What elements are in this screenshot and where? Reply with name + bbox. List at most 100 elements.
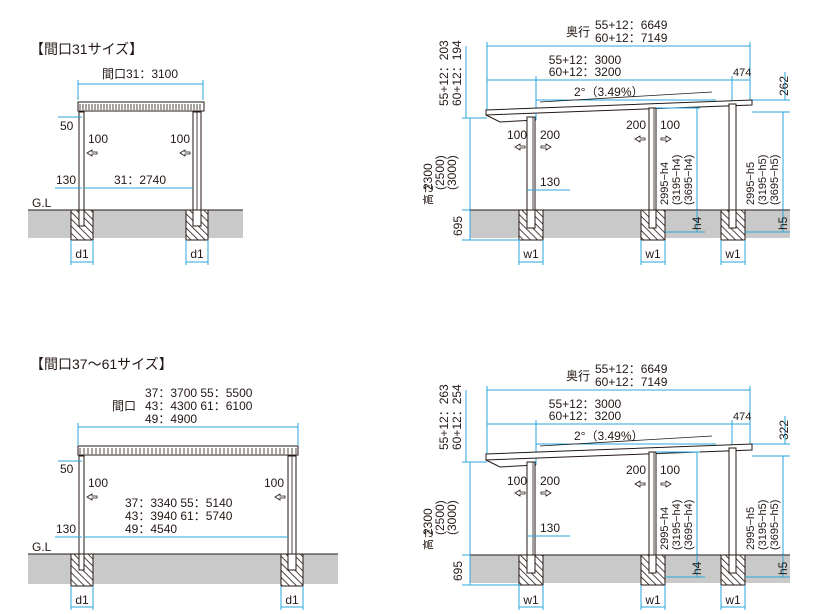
bottom-side-h4-3: (3695−h4): [683, 500, 695, 550]
bottom-front-in-row2: 43：3940 61：5740: [125, 509, 233, 523]
top-side-depth-prefix: 奥行: [566, 25, 590, 39]
bottom-front-w-row1: 37：3700 55：5500: [145, 386, 253, 400]
top-side-post-3: [728, 103, 737, 211]
top-side-roof-beam: [485, 99, 753, 116]
arrow-left-icon: [179, 149, 191, 157]
top-side-view: 奥行 55+12：6649 60+12：7149 55+12：3000 60+1…: [421, 18, 791, 265]
top-side-w1-a: w1: [522, 247, 539, 261]
bottom-front-lbl-50: 50: [60, 462, 74, 476]
bottom-side-lbl-200b: 200: [626, 463, 646, 477]
bottom-side-lbl-200a: 200: [540, 474, 560, 488]
arrow-left-icon: [514, 489, 526, 497]
top-front-d1-right: d1: [190, 247, 204, 261]
bottom-side-depth-prefix: 奥行: [566, 369, 590, 383]
top-side-lbl-695: 695: [451, 216, 465, 236]
bottom-front-gl: G.L: [32, 540, 52, 554]
bottom-side-lbl-100b: 100: [660, 463, 680, 477]
top-front-view: 【間口31サイズ】 間口31：3100 50 100 100 31：2740 1…: [28, 41, 243, 265]
top-side-h4-1: 2995−h4: [659, 162, 671, 205]
top-side-w1-c: w1: [724, 247, 741, 261]
top-side-h-1: 2300: [421, 163, 435, 190]
top-side-h-prefix: 高さ: [421, 183, 435, 205]
top-front-d1-left: d1: [75, 247, 89, 261]
top-side-h4-2: (3195−h4): [671, 155, 683, 205]
bottom-side-h5-3: (3695−h5): [769, 500, 781, 550]
top-front-width-label: 間口31：3100: [102, 67, 178, 81]
bottom-side-h5-2: (3195−h5): [757, 500, 769, 550]
bottom-side-lbl-h5: h5: [776, 561, 790, 575]
bottom-side-h-3: (3000): [445, 500, 459, 535]
top-side-h5-1: 2995−h5: [745, 162, 757, 205]
top-side-lbl-130: 130: [540, 175, 560, 189]
top-side-rear-1: 55+12：203: [437, 40, 451, 106]
bottom-side-span-1: 55+12：3000: [549, 397, 622, 411]
top-side-lbl-100a: 100: [507, 128, 527, 142]
top-side-span-2: 60+12：3200: [549, 65, 622, 79]
bottom-side-h-1: 2300: [421, 508, 435, 535]
top-side-lbl-100b: 100: [660, 118, 680, 132]
bottom-side-w1-b: w1: [644, 593, 661, 607]
bottom-side-view: 奥行 55+12：6649 60+12：7149 55+12：3000 60+1…: [421, 362, 791, 610]
bottom-side-post-2: [648, 451, 657, 556]
bottom-side-h4-2: (3195−h4): [671, 500, 683, 550]
bottom-side-rear-1: 55+12：263: [437, 384, 451, 450]
bottom-side-span-2: 60+12：3200: [549, 409, 622, 423]
arrow-right-icon: [540, 143, 552, 151]
arrow-left-icon: [86, 149, 98, 157]
top-front-roof: [77, 101, 205, 112]
top-front-lbl-100-right: 100: [170, 132, 190, 146]
bottom-front-in-row3: 49：4540: [125, 522, 177, 536]
arrow-right-icon: [660, 135, 672, 143]
bottom-side-post-1: [526, 461, 536, 556]
bottom-front-d1-right: d1: [285, 593, 299, 607]
top-side-h-3: (3000): [445, 155, 459, 190]
top-front-title: 【間口31サイズ】: [30, 41, 143, 57]
top-front-post-left: [78, 111, 85, 211]
bottom-side-depth-2: 60+12：7149: [595, 375, 668, 389]
bottom-front-lbl-100-left: 100: [88, 476, 108, 490]
top-side-lbl-200b: 200: [626, 118, 646, 132]
bottom-side-lbl-322: 322: [777, 420, 791, 440]
bottom-side-w1-c: w1: [724, 593, 741, 607]
arrow-left-icon: [514, 143, 526, 151]
bottom-front-title: 【間口37〜61サイズ】: [30, 356, 173, 372]
bottom-front-post-left: [78, 455, 85, 555]
top-front-lbl-100-left: 100: [88, 132, 108, 146]
top-side-h5-2: (3195−h5): [757, 155, 769, 205]
top-side-post-1: [526, 116, 536, 211]
bottom-front-lbl-130: 130: [56, 522, 76, 536]
bottom-front-d1-left: d1: [75, 593, 89, 607]
bottom-side-roof-beam: [485, 443, 753, 461]
top-side-post-2: [648, 107, 657, 211]
top-side-lbl-h4: h4: [690, 216, 704, 230]
top-side-lbl-h5: h5: [776, 216, 790, 230]
top-side-w1-b: w1: [644, 247, 661, 261]
arrow-right-icon: [540, 489, 552, 497]
top-front-gl: G.L: [32, 196, 52, 210]
bottom-side-h-prefix: 高さ: [421, 528, 435, 550]
top-side-depth-2: 60+12：7149: [595, 31, 668, 45]
bottom-side-w1-a: w1: [522, 593, 539, 607]
bottom-front-w-row3: 49：4900: [145, 412, 197, 426]
top-side-lbl-200a: 200: [540, 128, 560, 142]
arrow-left-icon: [86, 493, 98, 501]
arrow-left-icon: [634, 480, 646, 488]
bottom-side-h4-1: 2995−h4: [659, 507, 671, 550]
top-side-slope: 2°（3.49%）: [574, 85, 644, 99]
bottom-side-rear-2: 60+12：254: [450, 384, 464, 450]
top-front-ground: [28, 210, 243, 238]
bottom-side-depth-1: 55+12：6649: [595, 362, 668, 376]
top-side-lbl-474: 474: [733, 67, 751, 79]
top-side-h5-3: (3695−h5): [769, 155, 781, 205]
top-side-h4-3: (3695−h4): [683, 155, 695, 205]
top-side-lbl-262: 262: [777, 76, 791, 96]
top-side-span-1: 55+12：3000: [549, 53, 622, 67]
top-side-rear-2: 60+12：194: [450, 40, 464, 106]
arrow-left-icon: [274, 493, 286, 501]
bottom-side-lbl-h4: h4: [690, 561, 704, 575]
arrow-left-icon: [634, 135, 646, 143]
bottom-side-lbl-100a: 100: [507, 474, 527, 488]
bottom-side-slope: 2°（3.49%）: [574, 429, 644, 443]
bottom-front-w-row2: 43：4300 61：6100: [145, 399, 253, 413]
bottom-side-h-2: (2500): [433, 500, 447, 535]
